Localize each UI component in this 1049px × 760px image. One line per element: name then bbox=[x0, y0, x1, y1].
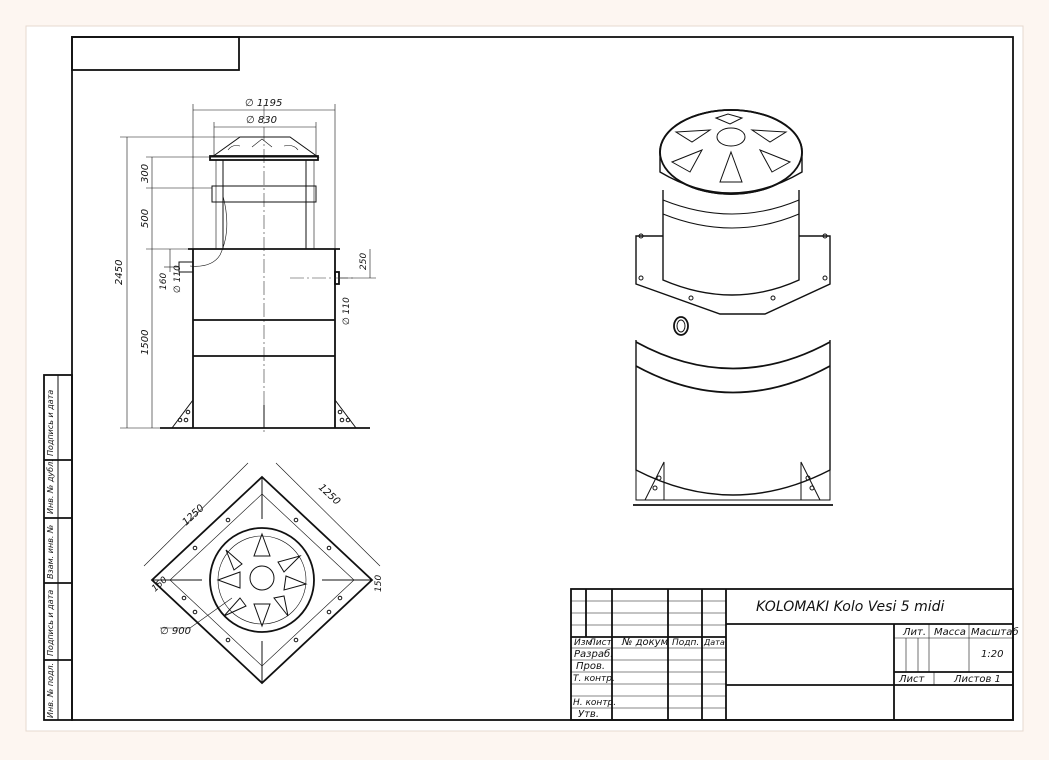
iso-lid-vents bbox=[670, 113, 792, 183]
dim-lid-dia: ∅ 900 bbox=[160, 626, 191, 637]
cable-line bbox=[189, 195, 228, 267]
scale-label: Масштаб bbox=[971, 626, 1019, 638]
stamp-vzam: Взам. инв. № bbox=[46, 525, 55, 579]
front-view: ∅ 1195 ∅ 830 2450 300 500 1500 160 ∅ 110… bbox=[114, 98, 376, 432]
front-dimensions: ∅ 1195 ∅ 830 2450 300 500 1500 160 ∅ 110… bbox=[114, 98, 376, 429]
dim-outlet-height: 250 bbox=[359, 253, 369, 270]
dim-inlet-dia: ∅ 110 bbox=[173, 265, 183, 293]
col-podp: Подп. bbox=[672, 638, 699, 648]
top-left-stamp bbox=[71, 36, 240, 71]
stamp-inv-dubl: Инв. № дубл. bbox=[46, 459, 55, 514]
product-title: KOLOMAKI Kolo Vesi 5 midi bbox=[756, 599, 945, 615]
dim-dia-neck: ∅ 830 bbox=[246, 115, 277, 126]
isometric-view bbox=[633, 109, 833, 506]
side-stamp: Инв. № подл. Подпись и дата Взам. инв. №… bbox=[43, 374, 73, 721]
dim-height-neck: 500 bbox=[140, 209, 151, 228]
dim-outlet-dia: ∅ 110 bbox=[342, 297, 352, 325]
row-prov: Пров. bbox=[576, 661, 605, 672]
sheet-label: Лист bbox=[898, 674, 926, 685]
stamp-sign-date-2: Подпись и дата bbox=[46, 390, 55, 456]
title-block: Изм Лист № докум Подп. Дата Разраб. Пров… bbox=[570, 588, 1019, 721]
mass-label: Масса bbox=[934, 627, 966, 638]
stamp-inv-podl: Инв. № подл. bbox=[46, 663, 55, 718]
sheets-label: Листов 1 bbox=[953, 674, 1001, 685]
dim-inlet-height: 160 bbox=[159, 273, 169, 290]
dim-height-lid: 300 bbox=[140, 164, 151, 183]
dim-flange-b: 150 bbox=[374, 575, 384, 592]
col-data: Дата bbox=[703, 638, 725, 647]
iso-inlet bbox=[673, 316, 689, 336]
dim-dia-outer: ∅ 1195 bbox=[245, 98, 282, 109]
row-razrab: Разраб. bbox=[574, 648, 613, 660]
stamp-sign-date-1: Подпись и дата bbox=[46, 590, 55, 656]
row-nkontr: Н. контр. bbox=[573, 698, 616, 708]
lid-circle bbox=[209, 527, 315, 633]
col-list: Лист bbox=[588, 638, 613, 648]
dim-height-body: 1500 bbox=[140, 330, 151, 355]
row-tkontr: Т. контр. bbox=[573, 674, 615, 684]
col-dokum: № докум bbox=[621, 637, 669, 648]
col-izm: Изм bbox=[574, 638, 593, 648]
row-utv: Утв. bbox=[578, 709, 599, 720]
dim-height-total: 2450 bbox=[114, 260, 125, 285]
lit-label: Лит. bbox=[902, 627, 926, 638]
lid-shape bbox=[210, 136, 320, 158]
lid-vents bbox=[216, 532, 308, 628]
scale-value: 1:20 bbox=[981, 649, 1003, 660]
